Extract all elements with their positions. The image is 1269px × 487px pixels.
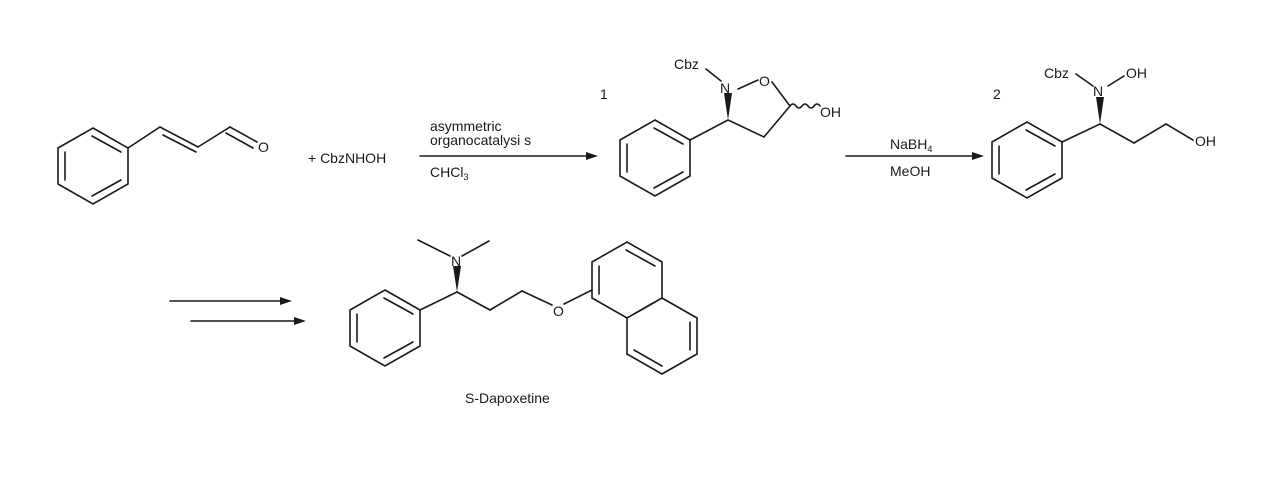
multi-step-arrows xyxy=(169,297,306,325)
step1-condition-line2: organocatalysi s xyxy=(430,132,531,148)
reaction-arrow-2 xyxy=(845,152,984,160)
compound-2-number: 2 xyxy=(993,86,1001,102)
compound-1-number: 1 xyxy=(600,86,608,102)
step2-reagent: NaBH4 xyxy=(890,136,932,154)
reaction-arrow-1 xyxy=(419,152,598,160)
step2-solvent: MeOH xyxy=(890,163,930,179)
cinnamaldehyde-structure: O xyxy=(57,126,269,205)
compound-1-hydroxyl-label: OH xyxy=(820,104,841,120)
product-name: S-Dapoxetine xyxy=(465,390,550,406)
aldehyde-oxygen-label: O xyxy=(258,139,269,155)
s-dapoxetine-structure xyxy=(349,239,698,375)
compound-1-ring-oxygen-label: O xyxy=(759,73,770,89)
compound-2-hydroxyl-label: OH xyxy=(1195,133,1216,149)
compound-1-structure xyxy=(619,68,821,197)
compound-1-nitrogen-label: N xyxy=(720,80,730,96)
compound-2-structure xyxy=(991,73,1194,199)
step1-condition-line1: asymmetric xyxy=(430,118,502,134)
compound-2-nitrogen-label: N xyxy=(1093,83,1103,99)
reagent-label: + CbzNHOH xyxy=(308,150,386,166)
dapoxetine-nitrogen-label: N xyxy=(451,253,461,269)
compound-2-n-hydroxyl-label: OH xyxy=(1126,65,1147,81)
compound-1-cbz-label: Cbz xyxy=(674,56,699,72)
compound-2-cbz-label: Cbz xyxy=(1044,65,1069,81)
dapoxetine-ether-oxygen-label: O xyxy=(553,303,564,319)
step1-solvent: CHCl3 xyxy=(430,164,468,182)
